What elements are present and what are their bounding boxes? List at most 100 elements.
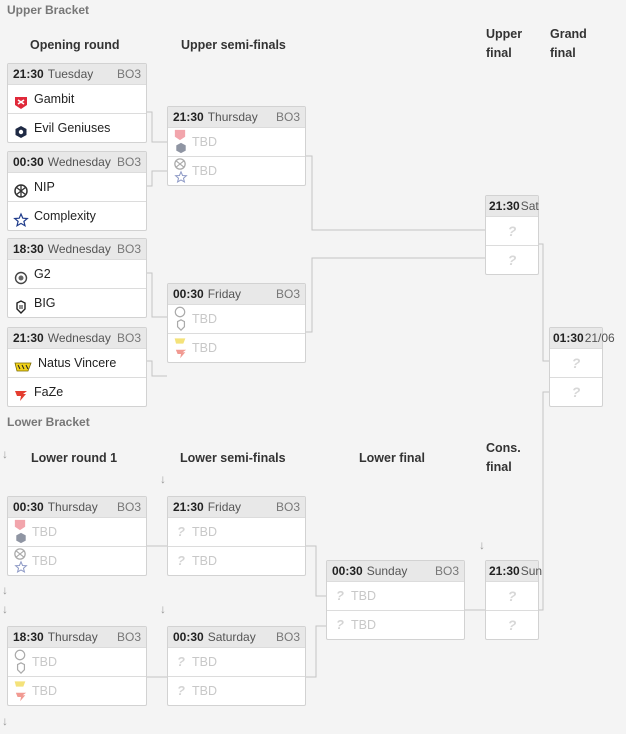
team-row-tbd[interactable]: TBD: [8, 676, 146, 705]
match-header: 21:30Sun: [486, 561, 542, 581]
upper-bracket-label: Upper Bracket: [7, 3, 90, 17]
team-row-tbd[interactable]: TBD: [168, 156, 305, 185]
team-row[interactable]: G2: [8, 259, 146, 288]
team-row[interactable]: BIG: [8, 288, 146, 317]
match-format: BO3: [275, 500, 300, 514]
match-day: Saturday: [207, 630, 256, 644]
team-row-tbd[interactable]: TBD: [8, 546, 146, 575]
team-row-tbd[interactable]: ?TBD: [327, 581, 464, 610]
match-time: 21:30: [173, 110, 204, 124]
team-row-tbd[interactable]: ?TBD: [168, 517, 305, 546]
unknown-team-icon: ?: [177, 524, 185, 539]
team-name: TBD: [192, 684, 217, 698]
team-row-unknown[interactable]: ?: [486, 245, 538, 274]
match-time: 00:30: [173, 630, 204, 644]
match-time: 01:30: [553, 331, 584, 345]
team-row-tbd[interactable]: TBD: [8, 647, 146, 676]
team-row-tbd[interactable]: TBD: [168, 304, 305, 333]
team-name: TBD: [32, 655, 57, 669]
nip-logo-icon: [14, 180, 28, 198]
g2-logo-icon: [14, 267, 28, 285]
team-name: TBD: [32, 554, 57, 568]
gambit-logo-icon: [14, 92, 28, 109]
evil-geniuses-logo-icon: [14, 121, 28, 138]
match-time: 18:30: [13, 242, 44, 256]
team-name: NIP: [34, 180, 55, 194]
team-row-tbd[interactable]: ? TBD: [168, 676, 305, 705]
match-day: Thursday: [47, 630, 98, 644]
column-opening-round: Opening round: [30, 38, 120, 52]
match-card[interactable]: 21:30Sat ? ?: [485, 195, 539, 275]
unknown-team-icon: ?: [177, 683, 185, 698]
match-format: BO3: [116, 630, 141, 644]
team-name: TBD: [192, 554, 217, 568]
natus-vincere-logo-icon: [14, 356, 32, 372]
column-cons-final: Cons. final: [486, 441, 521, 474]
team-row-unknown[interactable]: ?: [486, 581, 538, 610]
match-card[interactable]: 01:3021/06 ? ?: [549, 327, 615, 407]
bracket-arrow-icon: ↓: [2, 602, 8, 616]
bracket-arrow-icon: ↓: [479, 538, 485, 552]
team-row[interactable]: Natus Vincere: [8, 348, 146, 377]
team-row-tbd[interactable]: ? TBD: [168, 546, 305, 575]
match-format: BO3: [275, 630, 300, 644]
match-format: BO3: [116, 67, 141, 81]
match-time: 00:30: [13, 155, 44, 169]
match-day: Friday: [207, 500, 242, 514]
column-upper-final: Upper final: [486, 27, 523, 60]
team-row-tbd[interactable]: TBD: [168, 333, 305, 362]
team-name: TBD: [32, 684, 57, 698]
team-row-unknown[interactable]: ?: [486, 610, 538, 639]
team-row[interactable]: Complexity: [8, 201, 146, 230]
bracket-arrow-icon: ↓: [2, 714, 8, 728]
team-row-unknown[interactable]: ?: [550, 377, 602, 406]
faze-logo-icon: [14, 385, 28, 401]
match-format: BO3: [116, 500, 141, 514]
team-name: TBD: [192, 655, 217, 669]
match-header: 21:30Sat: [486, 196, 539, 216]
team-row-tbd[interactable]: ? TBD: [327, 610, 464, 639]
match-time: 21:30: [13, 331, 44, 345]
match-card[interactable]: 21:30Sun ? ?: [485, 560, 542, 640]
match-day: Wednesday: [47, 331, 111, 345]
unknown-team-icon: ?: [336, 617, 344, 632]
team-row-tbd[interactable]: TBD: [8, 517, 146, 546]
unknown-team-icon: ?: [177, 553, 185, 568]
team-row[interactable]: FaZe: [8, 377, 146, 406]
match-day: Friday: [207, 287, 242, 301]
column-grand-final: Grand final: [550, 27, 587, 60]
team-row[interactable]: Evil Geniuses: [8, 113, 146, 142]
team-name: TBD: [192, 164, 217, 178]
match-header: 01:3021/06: [550, 328, 615, 348]
team-row[interactable]: Gambit: [8, 84, 146, 113]
team-name: TBD: [351, 618, 376, 632]
team-row[interactable]: NIP: [8, 172, 146, 201]
team-row-unknown[interactable]: ?: [550, 348, 602, 377]
team-name: Evil Geniuses: [34, 121, 111, 135]
complexity-star-icon: [13, 209, 29, 228]
team-row-tbd[interactable]: TBD: [168, 127, 305, 156]
match-day: 21/06: [584, 331, 615, 345]
team-name: Gambit: [34, 92, 75, 106]
team-row-unknown[interactable]: ?: [486, 216, 538, 245]
team-row-tbd[interactable]: ?TBD: [168, 647, 305, 676]
match-day: Sun: [520, 564, 543, 578]
match-format: BO3: [116, 331, 141, 345]
